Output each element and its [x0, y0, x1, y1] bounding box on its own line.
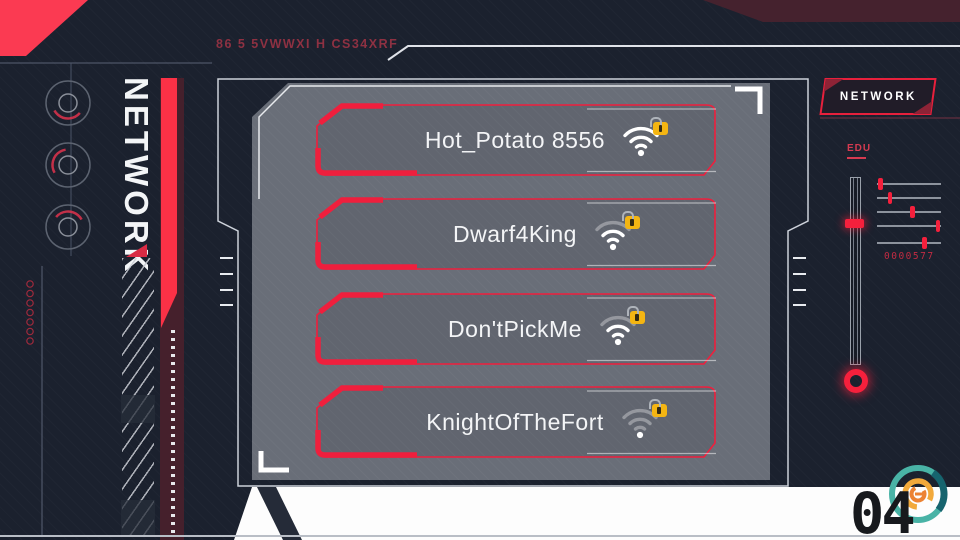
top-right-maroon-band — [703, 0, 960, 22]
vertical-network-title: NETWORK — [118, 76, 155, 276]
slider-track — [877, 225, 941, 227]
network-item[interactable]: Don'tPickMe — [311, 292, 719, 367]
slider-handle[interactable] — [922, 237, 927, 249]
network-item[interactable]: Dwarf4King — [311, 197, 719, 272]
lock-icon — [626, 305, 645, 324]
horizontal-slider[interactable] — [877, 237, 941, 249]
network-item[interactable]: Hot_Potato 8556 — [311, 103, 719, 178]
network-name: Hot_Potato 8556 — [424, 127, 606, 153]
network-button-label: NETWORK — [839, 90, 917, 103]
left-red-stripe — [161, 78, 177, 328]
wifi-icon — [621, 116, 669, 157]
edu-label: EDU — [847, 143, 872, 154]
slider-handle[interactable] — [878, 178, 883, 190]
horizontal-slider[interactable] — [877, 192, 941, 204]
wifi-icon — [620, 398, 667, 439]
dotted-column — [171, 330, 175, 536]
wifi-icon — [598, 305, 645, 346]
network-name: Dwarf4King — [453, 221, 577, 247]
vertical-slider-handle[interactable] — [845, 218, 864, 228]
slider-track — [877, 183, 941, 185]
bottom-white-band — [234, 487, 960, 540]
network-item[interactable]: KnightOfTheFort — [311, 385, 719, 460]
slider-handle[interactable] — [887, 192, 893, 204]
network-button[interactable]: NETWORK — [819, 78, 937, 115]
glowing-indicator-ring — [844, 369, 868, 393]
slider-track — [877, 211, 941, 213]
lock-icon — [650, 116, 669, 135]
network-name: Don'tPickMe — [448, 316, 582, 342]
slider-rail — [853, 178, 858, 364]
button-underline — [820, 117, 960, 119]
horizontal-slider[interactable] — [877, 220, 941, 232]
page-number: 04 — [850, 481, 916, 540]
network-name: KnightOfTheFort — [426, 409, 604, 435]
horizontal-slider[interactable] — [877, 206, 941, 218]
lock-icon — [648, 398, 667, 417]
hatch-dark-patch — [121, 500, 155, 537]
slider-track — [877, 242, 941, 244]
counter-readout: 0000577 — [884, 251, 935, 262]
slider-handle[interactable] — [910, 206, 915, 218]
wifi-icon — [593, 210, 640, 251]
slider-track — [877, 197, 941, 199]
edu-underline — [847, 157, 866, 159]
hatch-dark-patch — [121, 395, 155, 423]
lock-icon — [621, 210, 640, 229]
horizontal-slider[interactable] — [877, 178, 941, 190]
spiral-logo — [888, 464, 948, 524]
decorative-code-text: 86 5 5VWWXI H CS34XRF — [216, 37, 399, 51]
vertical-slider[interactable] — [845, 177, 864, 365]
slider-handle[interactable] — [935, 220, 941, 232]
